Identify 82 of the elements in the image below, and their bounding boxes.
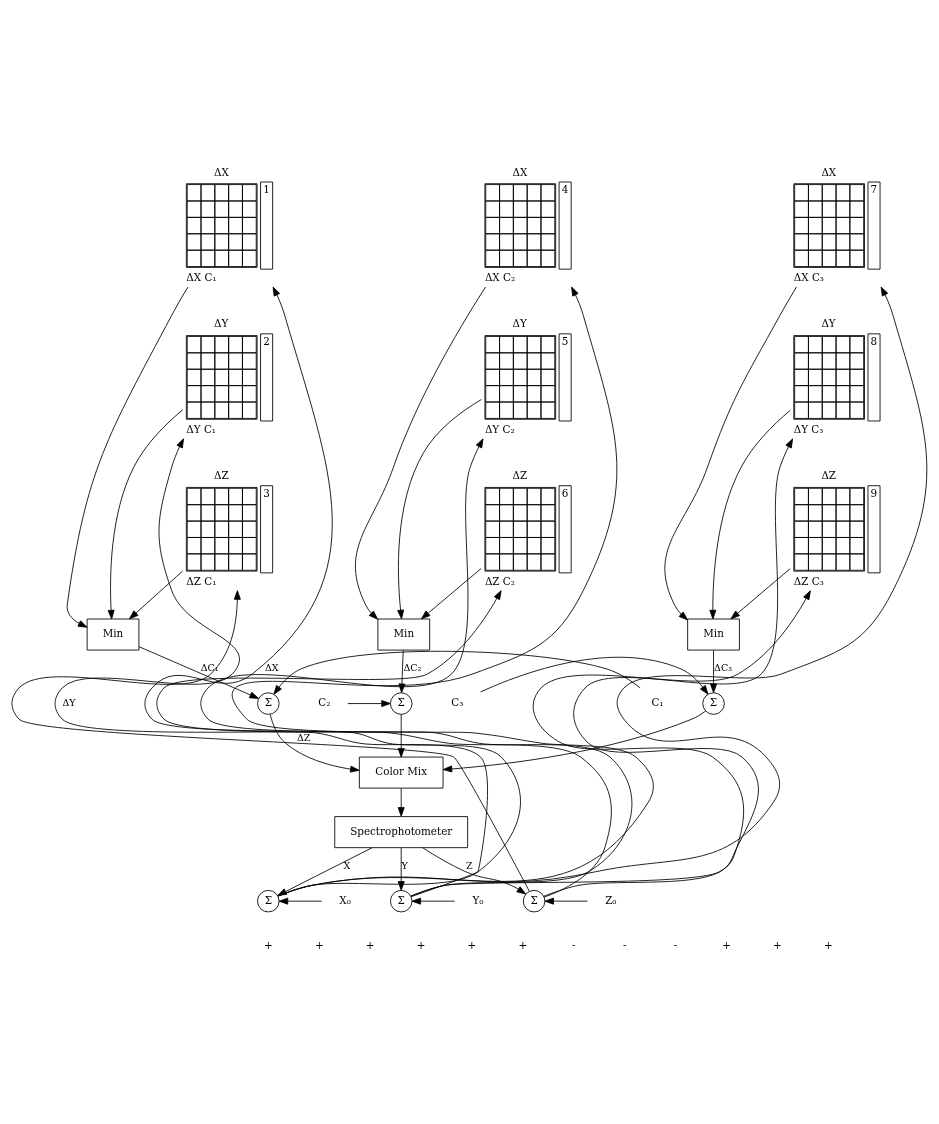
node-label: ΔZ C₁ <box>186 574 217 587</box>
arrow <box>347 699 391 707</box>
label: - <box>572 938 576 951</box>
node-circle: Σ <box>522 889 546 912</box>
arrow <box>397 787 405 817</box>
arrow <box>710 649 717 693</box>
edge-label: ΔC₂ <box>403 661 422 673</box>
node-label: ΔX <box>512 165 528 178</box>
node-text: C₃ <box>451 695 464 708</box>
node-text: X₀ <box>339 893 351 906</box>
node-label: ΔY <box>213 316 229 329</box>
node-circle: Σ <box>702 691 725 715</box>
edge-label: X <box>343 859 351 871</box>
label: + <box>365 938 375 951</box>
arrow <box>442 710 707 772</box>
node-label: ΔX <box>213 165 229 178</box>
label: + <box>823 938 833 951</box>
arrow <box>544 897 588 905</box>
node-circle: Σ <box>390 691 413 715</box>
arrow <box>398 649 406 693</box>
arrow <box>411 897 455 905</box>
edge-label: Z <box>466 859 473 871</box>
arrow <box>129 570 184 619</box>
node-text: C₂ <box>318 695 331 708</box>
node-label: ΔY <box>512 316 527 329</box>
node-text: Z₀ <box>605 893 617 906</box>
label: + <box>416 938 426 951</box>
node-box: Spectrophotometer <box>334 815 469 848</box>
node-circle: Σ <box>390 889 413 912</box>
node-label: ΔZ C₃ <box>793 574 824 587</box>
arrow <box>138 645 259 699</box>
node-label: ΔX C₁ <box>186 270 217 283</box>
node-label: ΔY C₂ <box>484 422 515 435</box>
label: - <box>673 938 678 951</box>
node-box: Min <box>86 618 140 650</box>
arrow <box>664 286 797 620</box>
arrow <box>532 589 811 897</box>
arrow <box>480 656 709 695</box>
arrow <box>273 650 641 695</box>
arrow <box>11 589 530 892</box>
edge-label: ΔX <box>264 661 279 673</box>
edge-label: Y <box>401 859 408 871</box>
node-label: ΔZ <box>821 468 837 481</box>
node-label: ΔZ C₂ <box>484 574 515 587</box>
arrow <box>421 567 482 619</box>
node-text: Y₀ <box>472 893 484 906</box>
arrow <box>730 567 791 619</box>
node-circle: Σ <box>257 691 280 715</box>
node-box: Color Mix <box>358 756 444 789</box>
node-box: Min <box>687 618 740 650</box>
node-label: ΔX C₂ <box>484 270 516 283</box>
node-label: ΔX C₃ <box>793 270 824 283</box>
node-label: ΔZ <box>213 468 229 481</box>
node-text: C₁ <box>651 695 664 708</box>
edge-label: ΔC₃ <box>714 661 732 673</box>
label: + <box>773 938 782 951</box>
node-box: Min <box>377 618 431 650</box>
label: + <box>467 938 477 951</box>
label: + <box>518 938 528 951</box>
arrow <box>422 846 527 894</box>
arrow <box>397 847 405 891</box>
arrow <box>355 286 486 620</box>
label: + <box>314 938 324 951</box>
edge-label: ΔY <box>62 696 76 708</box>
arrow <box>410 438 793 896</box>
node-label: ΔZ <box>512 468 528 481</box>
edge-label: ΔC₁ <box>200 661 219 673</box>
label: - <box>622 938 627 951</box>
arrow <box>66 286 189 628</box>
node-label: ΔX <box>821 165 837 178</box>
arrow <box>278 897 323 905</box>
edge-label: ΔZ <box>296 731 311 742</box>
node-label: ΔY <box>821 316 836 329</box>
arrow <box>397 398 482 619</box>
node-label: ΔY C₁ <box>186 422 217 435</box>
node-circle: Σ <box>257 889 280 912</box>
node-label: ΔY C₃ <box>793 422 824 435</box>
arrow <box>269 713 360 773</box>
arrow <box>709 409 791 619</box>
label: + <box>722 938 731 951</box>
label: + <box>263 938 273 951</box>
arrow <box>107 408 184 619</box>
